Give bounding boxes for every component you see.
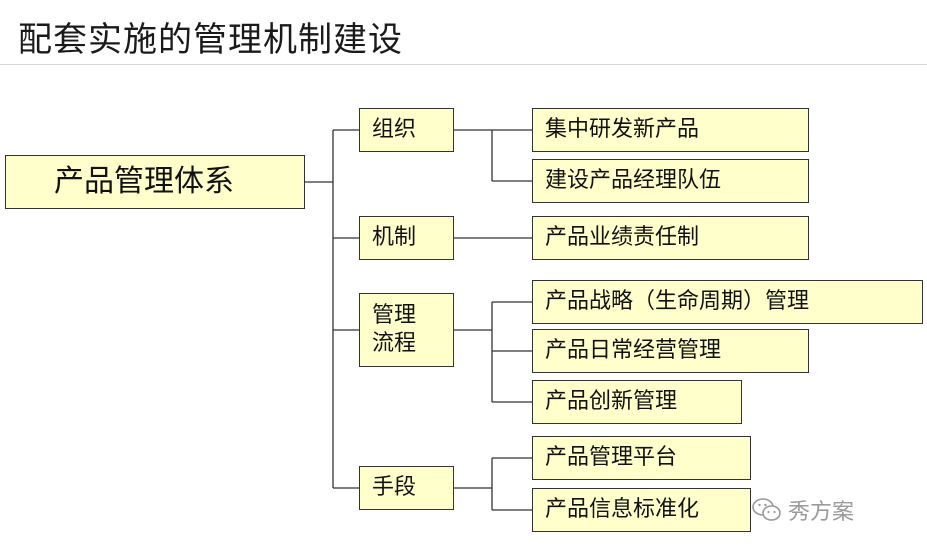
category-means: 手段 bbox=[359, 466, 454, 510]
leaf-strategy-lifecycle: 产品战略（生命周期）管理 bbox=[532, 280, 923, 324]
watermark-text: 秀方案 bbox=[788, 500, 855, 525]
leaf-performance-responsibility: 产品业绩责任制 bbox=[532, 216, 809, 260]
category-process-line2: 流程 bbox=[372, 331, 417, 356]
leaf-management-platform: 产品管理平台 bbox=[532, 436, 751, 480]
leaf-daily-operation: 产品日常经营管理 bbox=[532, 329, 809, 373]
title-divider bbox=[0, 64, 927, 65]
wechat-icon bbox=[752, 498, 781, 521]
leaf-innovation: 产品创新管理 bbox=[532, 380, 742, 424]
root-node: 产品管理体系 bbox=[5, 155, 305, 209]
leaf-info-standardization: 产品信息标准化 bbox=[532, 488, 751, 532]
category-process: 管理 流程 bbox=[359, 293, 454, 367]
leaf-product-manager-team: 建设产品经理队伍 bbox=[532, 159, 809, 203]
category-mechanism: 机制 bbox=[359, 216, 454, 260]
category-process-line1: 管理 bbox=[372, 303, 417, 328]
category-organization: 组织 bbox=[359, 108, 454, 152]
watermark: 秀方案 bbox=[752, 492, 854, 528]
page-title: 配套实施的管理机制建设 bbox=[18, 20, 403, 60]
leaf-centralized-rd: 集中研发新产品 bbox=[532, 108, 809, 152]
